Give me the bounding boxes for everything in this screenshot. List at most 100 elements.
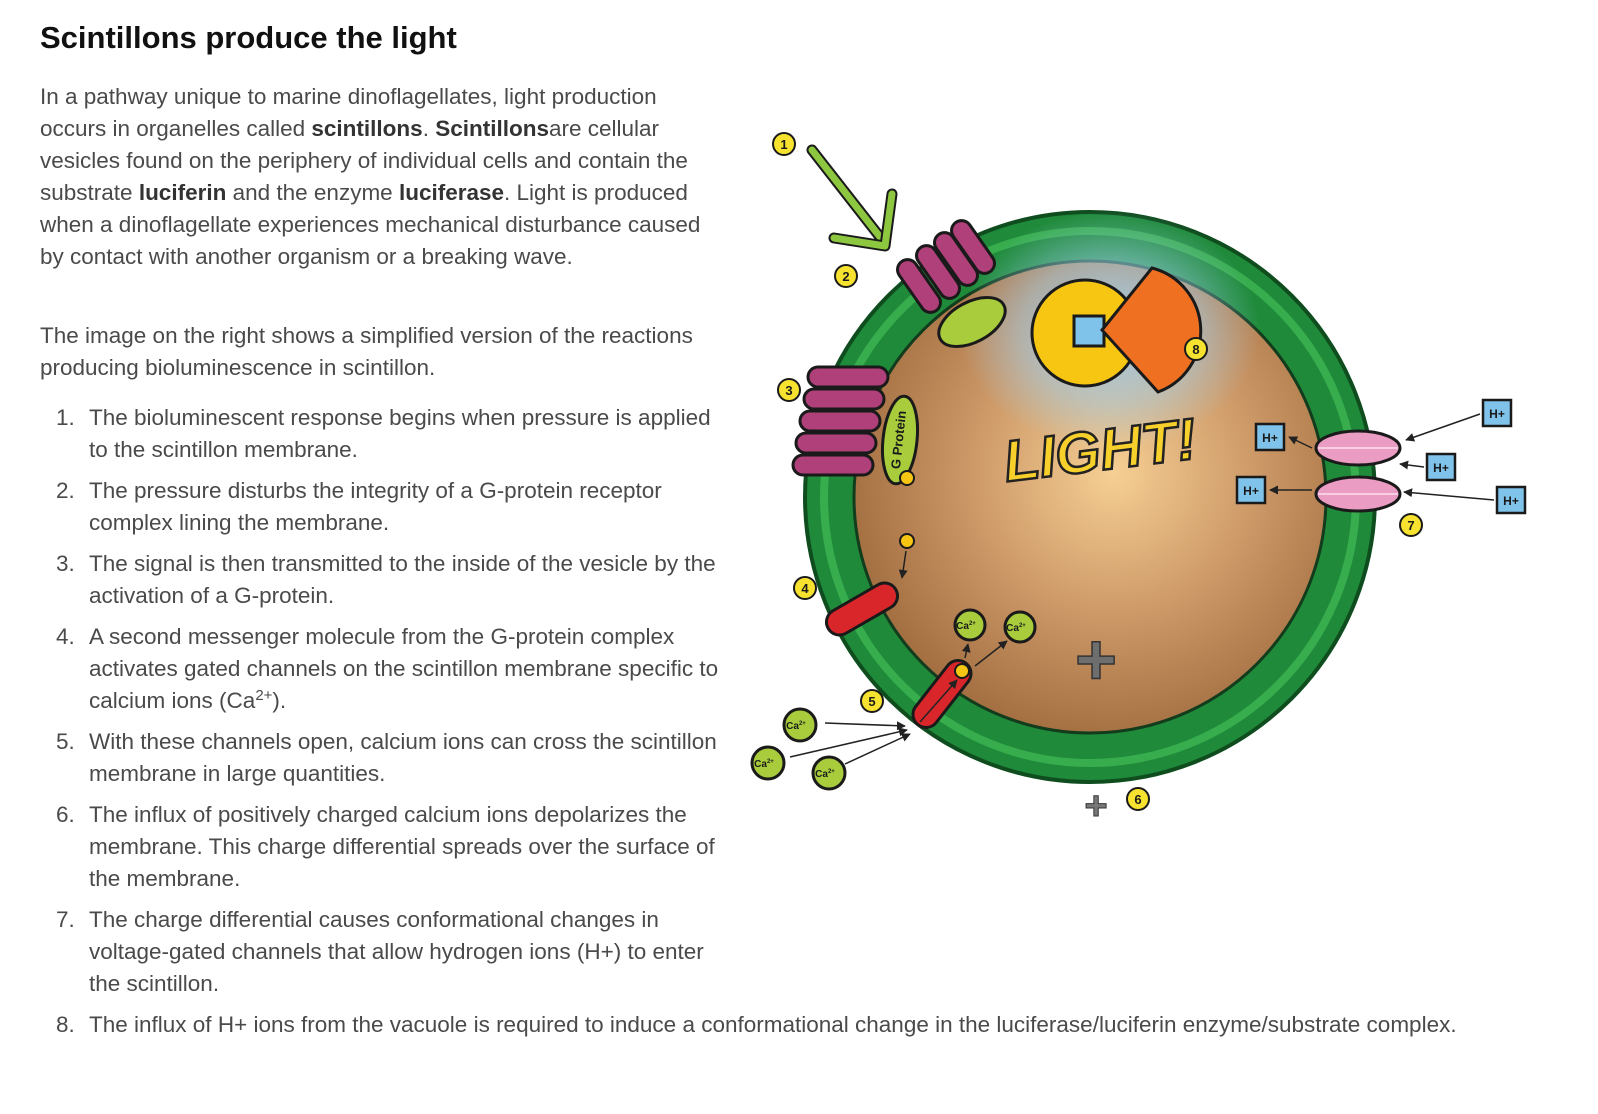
scintillon-diagram: LIGHT! G Protein Ca2+: [750, 132, 1527, 829]
ca-charge: 2+: [969, 621, 976, 627]
ca-charge: 2+: [799, 721, 806, 727]
step-marker-1: 1: [772, 132, 796, 156]
marker-label: 1: [780, 137, 787, 152]
step-marker-6: 6: [1126, 787, 1150, 811]
step-text-part: A second messenger molecule from the G-p…: [89, 624, 719, 713]
svg-text:Ca2+: Ca2+: [786, 721, 806, 732]
list-item: 5. With these channels open, calcium ions…: [40, 726, 1540, 790]
h-label: H+: [1503, 494, 1519, 508]
g-protein: G Protein: [880, 394, 920, 486]
term-luciferase: luciferase: [398, 180, 505, 205]
term-scintillons: Scintillons: [435, 116, 549, 141]
calcium-ion: Ca2+: [953, 608, 987, 642]
hydrogen-arrow: [1288, 436, 1313, 449]
calcium-ion: Ca2+: [811, 755, 847, 791]
steps-list: 1. The bioluminescent response begins whe…: [40, 402, 1540, 1050]
page-title: Scintillons produce the light: [40, 20, 457, 55]
g-protein-subunit: [937, 296, 1007, 348]
step-text: The charge differential causes conformat…: [89, 907, 704, 996]
marker-label: 5: [868, 694, 875, 709]
g-protein-label: G Protein: [888, 410, 909, 470]
step-number: 5.: [56, 729, 75, 754]
superscript: 2+: [255, 687, 273, 704]
step-text: With these channels open, calcium ions c…: [89, 729, 717, 786]
step-text: The bioluminescent response begins when …: [89, 405, 711, 462]
step-marker-7: 7: [1399, 513, 1423, 537]
h-label: H+: [1489, 407, 1505, 421]
h-label: H+: [1243, 484, 1259, 498]
step-number: 6.: [56, 802, 75, 827]
calcium-arrow: [974, 640, 1008, 667]
marker-label: 6: [1134, 792, 1141, 807]
list-item: 6.The influx of positively charged calci…: [40, 799, 1540, 895]
svg-text:Ca2+: Ca2+: [1006, 623, 1026, 634]
step-number: 1.: [56, 405, 75, 430]
diagram-intro-paragraph: The image on the right shows a simplifie…: [40, 323, 693, 380]
h-label: H+: [1262, 431, 1278, 445]
marker-label: 7: [1407, 518, 1414, 533]
positive-charge-outside: +: [1084, 784, 1107, 828]
messenger-arrow: [898, 550, 908, 579]
h-label: H+: [1433, 461, 1449, 475]
step-number: 4.: [56, 624, 75, 649]
ca-label: Ca: [815, 769, 828, 780]
ca-label: Ca: [786, 721, 799, 732]
g-protein-receptor-complex: [896, 219, 996, 314]
receptor-complex-left: [791, 365, 890, 477]
svg-text:Ca2+: Ca2+: [754, 759, 774, 770]
list-item: 7. The charge differential causes conform…: [40, 904, 1540, 1000]
second-messenger: [899, 533, 915, 549]
intro-text: are cellular vesicles found on the perip…: [40, 116, 688, 205]
calcium-ion: Ca2+: [1003, 610, 1037, 644]
intro-text: . Light is produced when a dinoflagellat…: [40, 180, 701, 269]
hydrogen-ion: H+: [1495, 485, 1527, 515]
hydrogen-ion: H+: [1254, 422, 1286, 452]
ca-charge: 2+: [828, 769, 835, 775]
marker-label: 8: [1192, 342, 1199, 357]
positive-charge-inside: +: [1075, 620, 1117, 700]
list-item: 2.The pressure disturbs the integrity of…: [40, 475, 1540, 539]
intro-text: and the enzyme: [226, 180, 399, 205]
intro-paragraph: In a pathway unique to marine dinoflagel…: [40, 81, 720, 273]
svg-text:Ca2+: Ca2+: [815, 769, 835, 780]
calcium-arrow: [961, 643, 971, 659]
step-number: 7.: [56, 907, 75, 932]
step-text: A second messenger molecule from the G-p…: [89, 621, 729, 717]
hydrogen-ion: H+: [1425, 452, 1457, 482]
ca-label: Ca: [754, 759, 767, 770]
marker-label: 2: [842, 269, 849, 284]
second-messenger: [899, 470, 915, 486]
list-item: 4. A second messenger molecule from the G…: [40, 621, 1540, 717]
calcium-ion: Ca2+: [750, 745, 786, 781]
step-text: The pressure disturbs the integrity of a…: [89, 478, 662, 535]
luciferin-binding-site: [1072, 314, 1106, 348]
hydrogen-channel: [1314, 429, 1402, 513]
hydrogen-ion: H+: [1481, 398, 1513, 428]
ca-label: Ca: [956, 621, 969, 632]
step-number: 8.: [56, 1012, 75, 1037]
step-marker-8: 8: [1184, 337, 1208, 361]
calcium-channel-closed: [824, 581, 900, 637]
step-marker-4: 4: [793, 576, 817, 600]
step-number: 3.: [56, 551, 75, 576]
step-text: The influx of H+ ions from the vacuole i…: [89, 1012, 1457, 1037]
step-marker-5: 5: [860, 689, 884, 713]
marker-label: 3: [785, 383, 792, 398]
ca-charge: 2+: [767, 759, 774, 765]
luciferase-shape: [1100, 266, 1203, 394]
calcium-arrow: [844, 733, 911, 765]
calcium-arrow: [824, 721, 906, 731]
step-text-part: ).: [272, 688, 287, 713]
pressure-arrow-icon: [806, 144, 898, 252]
ca-charge: 2+: [1019, 623, 1026, 629]
step-marker-2: 2: [834, 264, 858, 288]
ca-label: Ca: [1006, 623, 1019, 634]
list-item: 1. The bioluminescent response begins whe…: [40, 402, 1540, 466]
hydrogen-arrow: [1405, 413, 1481, 442]
hydrogen-arrow: [1399, 460, 1425, 470]
calcium-arrow: [789, 727, 908, 758]
marker-label: 4: [801, 581, 809, 596]
luciferin-luciferase-complex: [1030, 266, 1203, 394]
intro-text: In a pathway unique to marine dinoflagel…: [40, 84, 657, 141]
hydrogen-ion: H+: [1235, 475, 1267, 505]
